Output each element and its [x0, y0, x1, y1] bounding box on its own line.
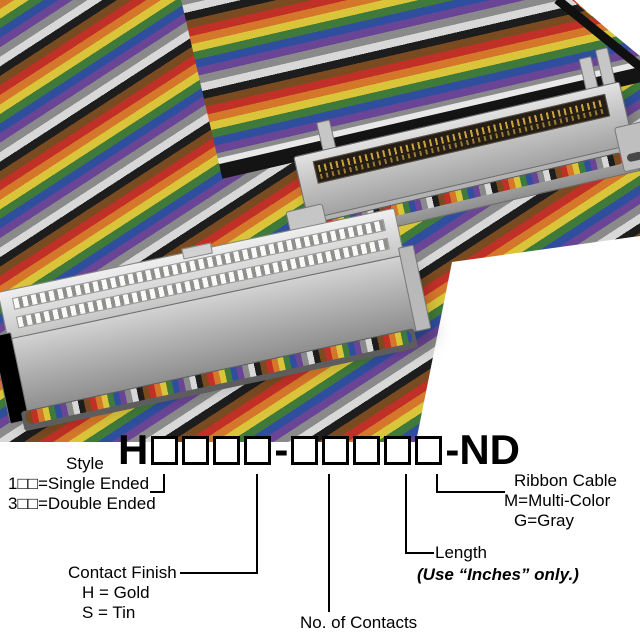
pn-box — [291, 435, 319, 465]
style-option-double: 3□□=Double Ended — [8, 494, 156, 513]
length-title: Length — [435, 543, 487, 562]
mounting-hole — [626, 151, 640, 163]
callout-line-style — [163, 474, 165, 493]
finish-option-gold: H = Gold — [82, 583, 150, 602]
callout-line-finish — [256, 474, 258, 574]
style-option-single: 1□□=Single Ended — [8, 474, 150, 493]
ribbon-option-gray: G=Gray — [514, 511, 574, 530]
callout-line-length — [405, 552, 434, 554]
length-note-text: (Use “Inches” only.) — [417, 565, 579, 584]
contact-finish-title: Contact Finish — [68, 563, 177, 582]
ribbon-cable-legend: Ribbon Cable M=Multi-Color G=Gray — [504, 471, 617, 531]
pn-box — [182, 435, 210, 465]
callout-line-ribbon — [436, 474, 438, 493]
pn-box — [353, 435, 381, 465]
callout-line-style — [150, 491, 165, 493]
style-title: Style — [66, 454, 104, 473]
callout-line-finish — [180, 572, 258, 574]
style-legend: Style 1□□=Single Ended 3□□=Double Ended — [8, 454, 156, 514]
length-legend: Length — [435, 543, 487, 563]
num-contacts-legend: No. of Contacts — [300, 613, 417, 633]
pn-box — [322, 435, 350, 465]
callout-line-ribbon — [436, 491, 505, 493]
pn-prefix: H — [118, 426, 149, 473]
pn-box — [415, 435, 443, 465]
pn-box — [213, 435, 241, 465]
part-number: H - -ND — [118, 426, 520, 474]
product-photo — [0, 0, 640, 442]
pn-separator: - — [274, 426, 289, 473]
callout-line-length — [405, 474, 407, 554]
finish-option-tin: S = Tin — [82, 603, 136, 622]
num-contacts-title: No. of Contacts — [300, 613, 418, 632]
pn-suffix: -ND — [445, 426, 520, 473]
pn-box — [151, 435, 179, 465]
callout-line-contacts — [328, 474, 330, 612]
pn-box — [384, 435, 412, 465]
pn-group2 — [289, 435, 444, 465]
ribbon-cable-title: Ribbon Cable — [514, 471, 618, 490]
pn-box — [244, 435, 272, 465]
length-note: (Use “Inches” only.) — [417, 565, 579, 585]
contact-finish-legend: Contact Finish H = Gold S = Tin — [68, 563, 177, 623]
pn-group1 — [149, 435, 273, 465]
ribbon-option-multicolor: M=Multi-Color — [504, 491, 611, 510]
